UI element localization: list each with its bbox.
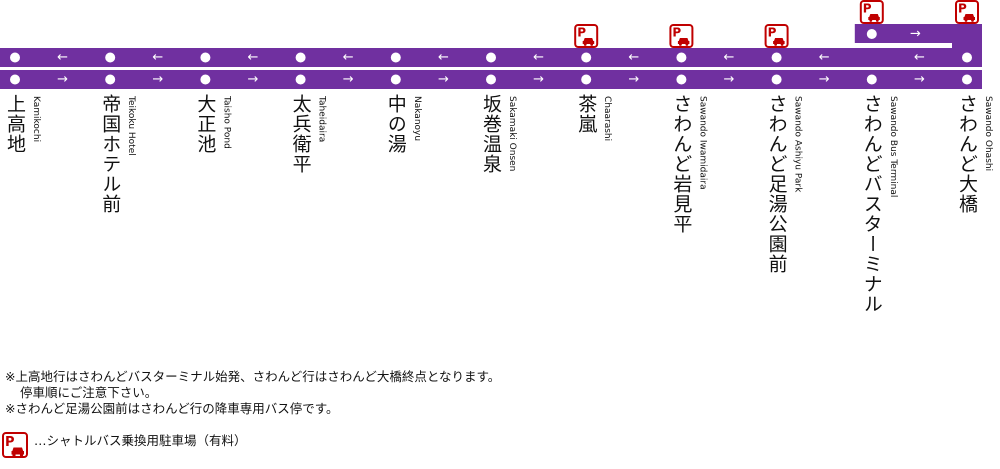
svg-text:P: P <box>5 435 15 450</box>
stop-dot-lower <box>10 74 20 85</box>
stop-name-en: Chaarashi <box>602 96 613 142</box>
arrow-right: → <box>438 72 449 87</box>
arrow-left: ← <box>152 50 163 65</box>
stop-name-en: Taisho Pond <box>221 96 232 149</box>
arrow-left: ← <box>57 50 68 65</box>
legend-parking-icon: P <box>2 432 28 458</box>
arrow-right: → <box>724 72 735 87</box>
parking-icon: P <box>955 0 979 24</box>
arrow-left: ← <box>628 50 639 65</box>
stop-dot-lower <box>962 74 972 85</box>
stop-name-ja: 中の湯 <box>384 94 407 154</box>
stop-name-en: Sawando Bus Terminal <box>887 96 898 198</box>
svg-text:P: P <box>577 26 586 40</box>
stop-name-en: Sakamaki Onsen <box>507 96 517 172</box>
stop-dot-upper <box>390 52 401 63</box>
stop-name-ja: 坂巻温泉 <box>480 94 502 174</box>
stop-name-en: Sawando Ashiyu Park <box>792 96 803 193</box>
parking-icon: P <box>859 0 884 24</box>
stop-dot-upper <box>10 52 20 63</box>
stop-name-ja: さわんど足湯公園前 <box>765 94 788 274</box>
stop-dot-upper <box>676 52 687 63</box>
arrow-right: → <box>57 72 68 87</box>
stop-dot-upper <box>771 52 782 63</box>
arrow-right: → <box>152 72 163 87</box>
arrow-left: ← <box>248 50 259 65</box>
stop-name-ja: 上高地 <box>4 94 26 154</box>
stop-name-ja: 茶嵐 <box>575 94 598 134</box>
arrow-left: ← <box>343 50 354 65</box>
stop-dot-upper <box>486 52 496 63</box>
stop-dot-upper <box>295 52 306 63</box>
stop-dot-upper <box>105 52 116 63</box>
parking-icon: P <box>669 24 694 48</box>
arrow-right: → <box>628 72 639 87</box>
stop-dot-lower <box>771 74 782 85</box>
stop-dot-lower <box>581 74 592 85</box>
stop-dot-lower <box>105 74 116 85</box>
stop-name-ja: 大正池 <box>194 94 217 154</box>
stop-dot-lower <box>200 74 211 85</box>
stop-name-en: Sawando Iwamidaira <box>697 96 708 190</box>
svg-text:P: P <box>958 2 967 16</box>
stop-name-ja: さわんど大橋 <box>956 94 978 214</box>
stop-dot-lower <box>486 74 496 85</box>
parking-icon: P <box>574 24 599 48</box>
stop-name-en: Sawando Ohashi <box>983 96 993 172</box>
parking-icon: P <box>764 24 789 48</box>
stop-dot-upper <box>200 52 211 63</box>
stop-name-ja: 太兵衛平 <box>289 94 312 174</box>
stop-dot-lower <box>866 74 877 85</box>
arrow-right: → <box>914 72 925 87</box>
arrow-left: ← <box>914 50 925 65</box>
arrow-right: → <box>819 72 830 87</box>
arrow-right: → <box>533 72 544 87</box>
stop-name-ja: さわんどバスターミナル <box>860 94 883 314</box>
note-line-1: ※上高地行はさわんどバスターミナル始発、さわんど行はさわんど大橋終点となります。 <box>5 369 501 384</box>
stop-dot-terminal <box>866 29 877 39</box>
stop-dot-upper <box>581 52 592 63</box>
arrow-left: ← <box>724 50 735 65</box>
note-line-3: ※さわんど足湯公園前はさわんど行の降車専用バス停です。 <box>5 401 339 416</box>
arrow-left: ← <box>438 50 449 65</box>
arrow-loop-right: → <box>910 27 921 42</box>
stop-name-en: Kamikochi <box>31 96 41 143</box>
arrow-right: → <box>248 72 259 87</box>
stop-name-en: Taheidaira <box>316 96 327 143</box>
legend-text: …シャトルバス乗換用駐車場（有料） <box>34 433 247 448</box>
stop-dot-lower <box>676 74 687 85</box>
svg-text:P: P <box>672 26 681 40</box>
stop-name-ja: さわんど岩見平 <box>670 94 693 234</box>
svg-text:P: P <box>863 2 872 16</box>
stop-name-en: Teikoku Hotel <box>126 96 137 156</box>
arrow-right: → <box>343 72 354 87</box>
svg-text:P: P <box>768 26 777 40</box>
arrow-left: ← <box>533 50 544 65</box>
line-terminal-loop <box>854 24 982 43</box>
note-line-2: 停車順にご注意下さい。 <box>20 385 158 400</box>
stop-dot-upper <box>962 52 972 63</box>
stop-name-en: Nakanoyu <box>411 96 422 142</box>
arrow-left: ← <box>819 50 830 65</box>
stop-dot-lower <box>390 74 401 85</box>
stop-name-ja: 帝国ホテル前 <box>99 94 122 214</box>
stop-dot-lower <box>295 74 306 85</box>
